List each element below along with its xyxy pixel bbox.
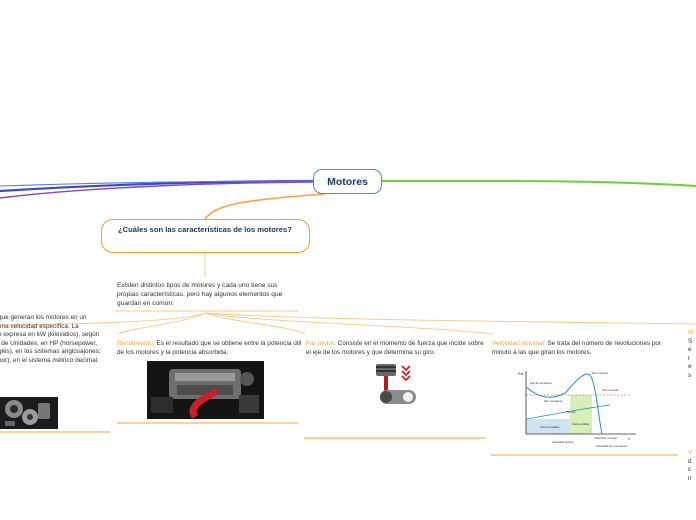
chart-label-velocidad-nominal: Velocidad nominal xyxy=(594,436,617,440)
topic-rendimiento[interactable]: Rendimiento: Es el resultado que se obti… xyxy=(117,340,302,357)
question-text: ¿Cuáles son las características de los m… xyxy=(118,225,292,234)
right2-line: V xyxy=(688,449,693,456)
chart-label-zona-estable: Zona estable xyxy=(572,422,590,426)
par-title: Par motor: xyxy=(306,340,336,347)
chart-x-label: n xyxy=(628,437,630,441)
chart-label-par-nominal: Par nominal xyxy=(602,388,618,392)
right1-line: r xyxy=(688,354,691,362)
connector-fan-left xyxy=(0,312,206,326)
right1-line: S xyxy=(688,337,693,345)
chart-y-label: Par xyxy=(518,372,524,376)
rendimiento-text: Es el resultado que se obtiene entre la … xyxy=(117,340,302,356)
velocidad-text: Se trata del número de revoluciones por … xyxy=(492,340,662,356)
connector-fan-vel xyxy=(204,312,494,335)
right1-line: e xyxy=(688,363,692,371)
right1-line: M xyxy=(688,329,694,336)
topic-velocidad-nominal[interactable]: Velocidad nominal: Se trata del número d… xyxy=(492,340,672,357)
right2-line: c xyxy=(688,466,692,474)
connector-fan-par xyxy=(204,312,306,335)
potencia-line: que generan los motores en un xyxy=(0,314,87,321)
potencia-line: por), en el sistema métrico decimal. xyxy=(0,356,99,364)
par-text: Consiste en el momento de fuerza que inc… xyxy=(306,340,484,356)
chart-label-zona-inestable: Zona inestable xyxy=(540,425,560,429)
chart-label-par-maximo: Par máximo xyxy=(592,371,608,375)
root-title: Motores xyxy=(327,175,368,188)
right1-line: s xyxy=(688,371,692,379)
chart-label-par-util: Par útil xyxy=(566,410,576,414)
topic-right-1[interactable]: M S e r e s xyxy=(688,329,696,381)
branch-right-green xyxy=(381,179,696,187)
torque-speed-chart-image: Par n Par de arranque Par máximo Par res… xyxy=(510,367,640,452)
right2-line: n xyxy=(688,474,692,482)
root-node-motores[interactable]: Motores xyxy=(313,169,382,194)
engine-bay-image xyxy=(147,361,264,419)
potencia-line: l de Unidades; en HP (horsepower, xyxy=(0,339,97,347)
engine-parts-image xyxy=(0,397,58,429)
potencia-line: e expresa en kW (kilovatios), según xyxy=(0,331,100,339)
topic-potencia[interactable]: que generan los motores en un una veloci… xyxy=(0,314,106,366)
topic-right-2[interactable]: V d c n xyxy=(688,449,696,483)
connector-fan-rend xyxy=(117,312,206,335)
branch-question xyxy=(204,193,326,220)
chart-label-par-arranque: Par de arranque xyxy=(530,381,552,385)
potencia-line: una velocidad específica. La xyxy=(0,322,79,330)
topic-par-motor[interactable]: Par motor: Consiste en el momento de fue… xyxy=(306,340,486,357)
intro-text[interactable]: Existen distintos tipos de motores y cad… xyxy=(117,282,283,307)
chart-label-velocidad-sincronismo: Velocidad de sincronismo xyxy=(596,444,628,448)
piston-crank-illustration xyxy=(362,362,418,412)
connector-fan-right xyxy=(204,312,696,325)
chart-label-velocidad-optima: Velocidad óptima xyxy=(552,440,574,444)
velocidad-title: Velocidad nominal: xyxy=(492,340,546,347)
right1-line: e xyxy=(688,346,692,354)
potencia-line: glés), en los sistemas anglosajones; xyxy=(0,348,101,356)
chart-label-par-resistente: Par resistente xyxy=(544,399,563,403)
branch-left-purple xyxy=(0,181,314,199)
right2-line: d xyxy=(688,457,692,465)
branch-left-lightblue xyxy=(0,180,314,187)
rendimiento-title: Rendimiento: xyxy=(117,340,155,347)
question-node[interactable]: ¿Cuáles son las características de los m… xyxy=(101,219,310,253)
